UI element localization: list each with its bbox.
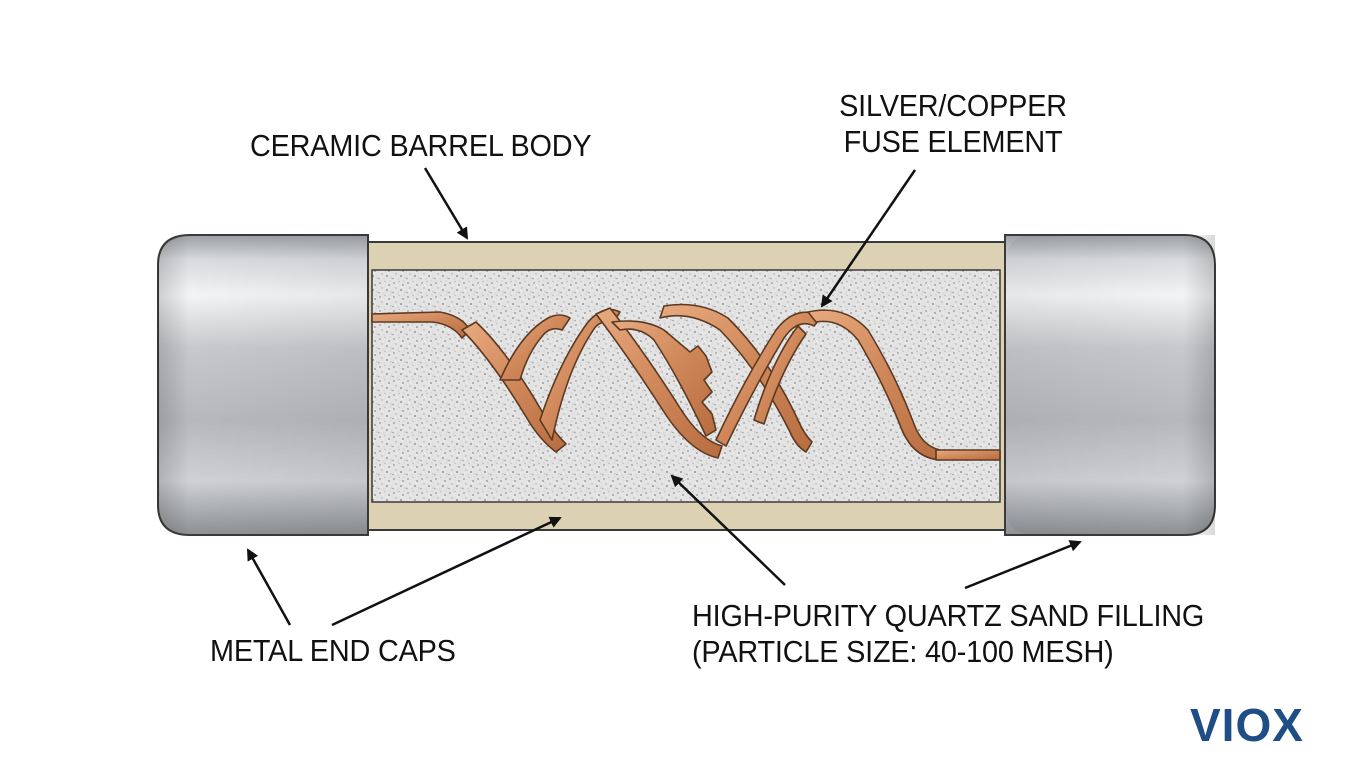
viox-logo: VIOX xyxy=(1190,700,1304,750)
end-caps-label: METAL END CAPS xyxy=(210,633,456,668)
right-end-cap xyxy=(1004,234,1216,536)
sand-filling-label: HIGH-PURITY QUARTZ SAND FILLING (PARTICL… xyxy=(692,598,1204,670)
barrel-bottom-arrow xyxy=(331,516,562,627)
fuse-element-label-line2: FUSE ELEMENT xyxy=(843,124,1063,159)
leader-arrows xyxy=(246,167,1082,627)
barrel-arrow xyxy=(423,167,469,240)
sand-filling-label-line1: HIGH-PURITY QUARTZ SAND FILLING xyxy=(692,598,1205,633)
left-cap-arrow xyxy=(246,548,292,626)
element-arrow xyxy=(820,169,917,308)
fuse-element-label-line1: SILVER/COPPER xyxy=(839,88,1067,123)
barrel-label: CERAMIC BARREL BODY xyxy=(250,128,592,163)
right-cap-arrow xyxy=(964,540,1082,590)
fuse-element-label: SILVER/COPPER FUSE ELEMENT xyxy=(818,88,1088,160)
fuse-element xyxy=(371,303,1001,461)
viox-logo-text: VIOX xyxy=(1190,699,1304,751)
sand-filling-label-line2: (PARTICLE SIZE: 40-100 MESH) xyxy=(692,634,1114,669)
left-end-cap xyxy=(157,234,369,536)
sand-arrow xyxy=(670,474,786,586)
